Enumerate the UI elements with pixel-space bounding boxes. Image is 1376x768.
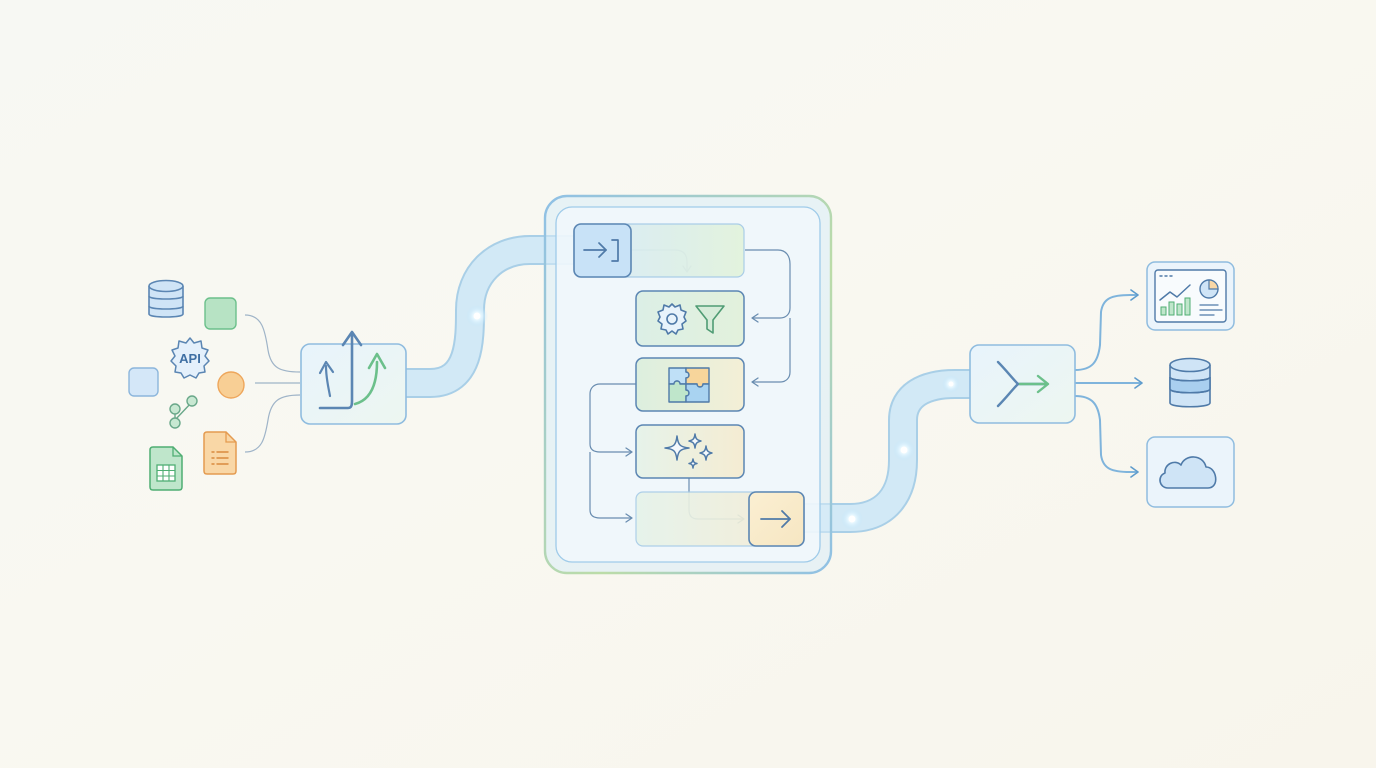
input-arrow-icon [583,239,619,262]
merge-arrows-up-icon [318,330,387,410]
destination-connectors [1074,289,1143,478]
dashboard-chart-icon [1154,269,1227,323]
pipeline-step-output[interactable] [635,491,805,547]
puzzle-icon [668,367,710,403]
database-icon [148,279,184,318]
split-arrow-icon [996,360,1050,408]
api-label: API [179,351,201,366]
spreadsheet-icon [149,446,183,491]
database-icon [1169,357,1211,408]
api-gear-icon: API [170,337,210,379]
destination-database[interactable] [1169,357,1211,408]
sparkles-icon [664,433,713,469]
document-icon [203,431,237,475]
router-node[interactable] [969,344,1076,424]
cloud-icon [1159,456,1217,489]
destination-dashboard[interactable] [1146,261,1235,331]
ingest-node[interactable] [300,330,407,425]
pipeline-step-integrate[interactable] [635,357,745,412]
blue-square-icon [128,367,159,397]
pipeline-step-input[interactable] [573,223,745,278]
orange-circle-icon [217,371,245,399]
source-connectors [244,314,301,453]
gear-filter-icon [657,303,725,335]
pipeline-step-transform[interactable] [635,290,745,347]
pipeline-step-enrich[interactable] [635,424,745,479]
destination-cloud[interactable] [1146,436,1235,508]
git-branch-icon [169,395,198,429]
output-arrow-icon [760,510,791,528]
green-square-icon [204,297,237,330]
